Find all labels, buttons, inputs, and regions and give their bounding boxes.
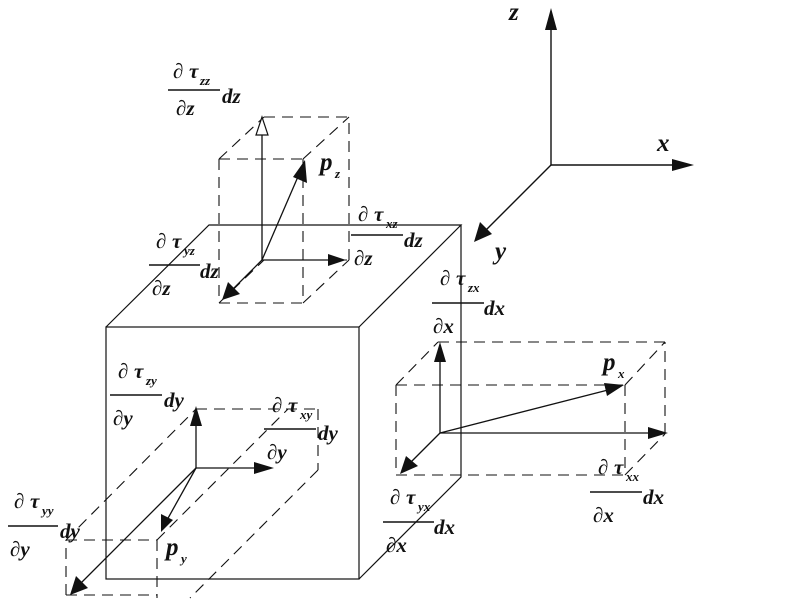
x-axis-arrowhead xyxy=(672,159,694,171)
svg-text:∂z: ∂z xyxy=(176,96,195,120)
svg-text:∂: ∂ xyxy=(598,455,608,479)
svg-text:dx: dx xyxy=(643,485,664,509)
svg-text:x: x xyxy=(617,366,625,381)
cube xyxy=(105,224,463,580)
svg-text:zy: zy xyxy=(145,373,157,388)
label-px: p x xyxy=(601,349,625,381)
svg-text:∂: ∂ xyxy=(156,229,166,253)
cube-right-face xyxy=(358,225,462,580)
svg-text:dx: dx xyxy=(484,296,505,320)
label-dtau-xz-dz: ∂ τ xz ∂z dz xyxy=(351,202,424,270)
tau-xz-arrowhead xyxy=(328,254,346,266)
cube-top-face xyxy=(105,224,463,328)
svg-text:xx: xx xyxy=(625,469,640,484)
tau-zx-arrowhead xyxy=(434,342,446,362)
tau-xx-arrowhead xyxy=(648,427,668,439)
svg-text:∂y: ∂y xyxy=(113,406,133,430)
svg-text:yy: yy xyxy=(40,503,54,518)
label-dtau-xy-dy: ∂ τ xy ∂y dy xyxy=(264,393,339,464)
tau-yx-arrowhead xyxy=(400,456,418,474)
tau-yz-arrowhead xyxy=(222,282,240,300)
label-dtau-yz-dz: ∂ τ yz ∂z dz xyxy=(149,229,220,300)
svg-text:τ: τ xyxy=(406,485,416,509)
svg-text:dz: dz xyxy=(404,228,424,252)
svg-text:∂: ∂ xyxy=(358,202,368,226)
svg-text:p: p xyxy=(318,149,333,176)
tau-xy-arrowhead xyxy=(254,462,274,474)
z-axis-arrowhead xyxy=(545,8,557,30)
svg-text:∂y: ∂y xyxy=(10,537,30,561)
y-axis xyxy=(483,164,552,233)
y-axis-arrowhead xyxy=(474,222,492,242)
svg-text:zz: zz xyxy=(199,73,211,88)
svg-text:∂y: ∂y xyxy=(267,440,287,464)
z-face-arrows xyxy=(222,115,346,300)
svg-text:τ: τ xyxy=(614,455,624,479)
label-dtau-zx-dx: ∂ τ zx ∂x dx xyxy=(432,266,505,338)
px-arrowhead xyxy=(604,383,624,396)
tau-yy-arrowhead xyxy=(70,576,88,595)
svg-text:dz: dz xyxy=(200,259,220,283)
label-py: p y xyxy=(164,534,187,566)
svg-text:τ: τ xyxy=(189,59,199,83)
svg-text:∂: ∂ xyxy=(173,59,183,83)
label-dtau-yy-dy: ∂ τ yy ∂y dy xyxy=(8,489,81,561)
x-axis-label: x xyxy=(656,130,670,157)
svg-text:∂z: ∂z xyxy=(354,246,373,270)
svg-text:xz: xz xyxy=(385,216,399,231)
svg-text:∂: ∂ xyxy=(14,489,24,513)
svg-text:∂x: ∂x xyxy=(386,533,407,557)
svg-text:dy: dy xyxy=(60,519,81,543)
x-face-arrows xyxy=(400,342,668,474)
z-axis-label: z xyxy=(508,0,519,26)
py-arrowhead xyxy=(161,514,173,532)
pz-arrowhead xyxy=(293,160,307,183)
svg-text:∂x: ∂x xyxy=(433,314,454,338)
label-dtau-zz-dz: ∂ τ zz ∂z dz xyxy=(168,59,242,120)
svg-text:∂: ∂ xyxy=(390,485,400,509)
svg-text:∂: ∂ xyxy=(440,266,450,290)
svg-text:xy: xy xyxy=(299,407,313,422)
svg-text:y: y xyxy=(179,551,187,566)
svg-text:τ: τ xyxy=(456,266,466,290)
svg-text:∂: ∂ xyxy=(118,359,128,383)
svg-text:dz: dz xyxy=(222,84,242,108)
svg-text:yx: yx xyxy=(416,499,431,514)
label-dtau-zy-dy: ∂ τ zy ∂y dy xyxy=(110,359,185,430)
tau-zz-arrowhead xyxy=(255,115,269,136)
svg-text:τ: τ xyxy=(288,393,298,417)
svg-text:dy: dy xyxy=(164,388,185,412)
cube-front-face xyxy=(105,326,360,580)
label-dtau-xx-dx: ∂ τ xx ∂x dx xyxy=(590,455,664,527)
svg-text:dx: dx xyxy=(434,515,455,539)
svg-text:yz: yz xyxy=(182,243,196,258)
svg-text:τ: τ xyxy=(172,229,182,253)
y-face-arrows xyxy=(70,406,274,595)
label-pz: p z xyxy=(318,149,341,181)
svg-text:dy: dy xyxy=(318,421,339,445)
svg-text:∂z: ∂z xyxy=(152,276,171,300)
coordinate-axes: z x y xyxy=(474,0,694,265)
y-face-dashed-box xyxy=(65,408,319,599)
label-dtau-yx-dx: ∂ τ yx ∂x dx xyxy=(383,485,455,557)
svg-text:∂x: ∂x xyxy=(593,503,614,527)
y-axis-label: y xyxy=(492,238,507,265)
svg-text:τ: τ xyxy=(134,359,144,383)
svg-text:z: z xyxy=(334,166,341,181)
svg-text:∂: ∂ xyxy=(272,393,282,417)
svg-text:τ: τ xyxy=(374,202,384,226)
tau-zy-arrowhead xyxy=(190,406,202,426)
svg-text:zx: zx xyxy=(467,280,480,295)
svg-text:τ: τ xyxy=(30,489,40,513)
svg-text:p: p xyxy=(164,534,179,561)
x-face-dashed-box xyxy=(395,341,666,476)
svg-text:p: p xyxy=(601,349,616,376)
